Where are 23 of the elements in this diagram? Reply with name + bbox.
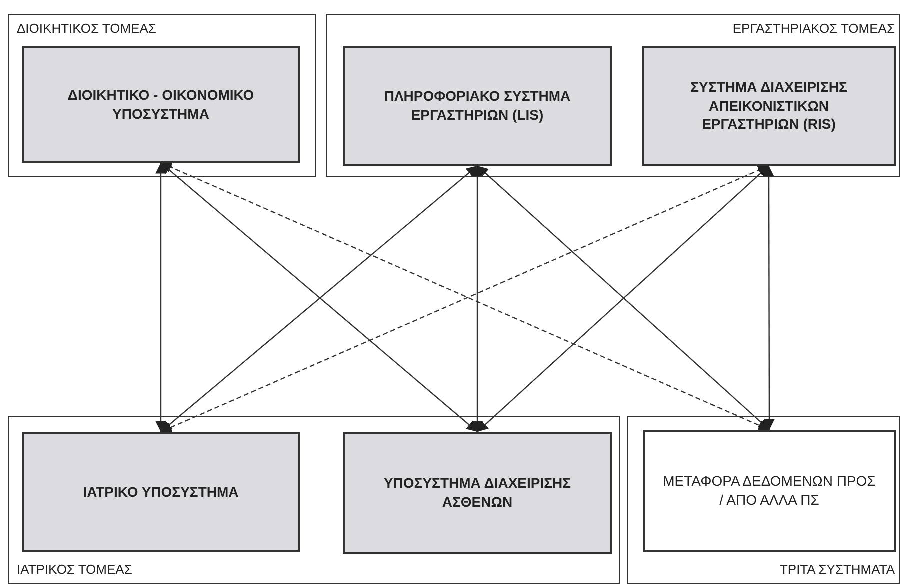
subsystem-label: ΠΛΗΡΟΦΟΡΙΑΚΟ ΣΥΣΤΗΜΑ ΕΡΓΑΣΤΗΡΙΩΝ (LIS) [383,87,572,125]
subsystem-box [642,46,896,166]
sector-frame [326,14,900,177]
subsystem-box [22,46,300,163]
double-arrow [472,166,483,432]
sector-frame [627,416,900,584]
subsystem-label: ΥΠΟΣΥΣΤΗΜΑ ΔΙΑΧΕΙΡΙΣΗΣ ΑΣΘΕΝΩΝ [382,474,572,512]
sector-frame [8,416,620,584]
double-arrow [156,163,166,432]
sector-frame [8,14,316,177]
subsystem-label: ΜΕΤΑΦΟΡΑ ΔΕΔΟΜΕΝΩΝ ΠΡΟΣ / ΑΠΟ ΑΛΛΑ ΠΣ [662,472,877,510]
subsystem-box [643,430,896,552]
subsystem-box [22,432,300,552]
subsystem-box [343,46,612,166]
sector-label: ΕΡΓΑΣΤΗΡΙΑΚΟΣ ΤΟΜΕΑΣ [732,20,895,38]
double-arrow [764,166,775,430]
subsystem-label: ΔΙΟΙΚΗΤΙΚΟ - ΟΙΚΟΝΟΜΙΚΟ ΥΠΟΣΥΣΤΗΜΑ [66,86,256,124]
sector-label: ΙΑΤΡΙΚΟΣ ΤΟΜΕΑΣ [17,560,132,578]
subsystem-label: ΙΑΤΡΙΚΟ ΥΠΟΣΥΣΤΗΜΑ [83,482,239,502]
subsystem-label: ΣΥΣΤΗΜΑ ΔΙΑΧΕΙΡΙΣΗΣ ΑΠΕΙΚΟΝΙΣΤΙΚΩΝ ΕΡΓΑΣΤΗΡΙΩΝ (RIS) [690,78,848,134]
sector-label: ΤΡΙΤΑ ΣΥΣΤΗΜΑΤΑ [780,560,895,578]
sector-label: ΔΙΟΙΚΗΤΙΚΟΣ ΤΟΜΕΑΣ [17,20,156,38]
subsystem-box [343,432,612,554]
